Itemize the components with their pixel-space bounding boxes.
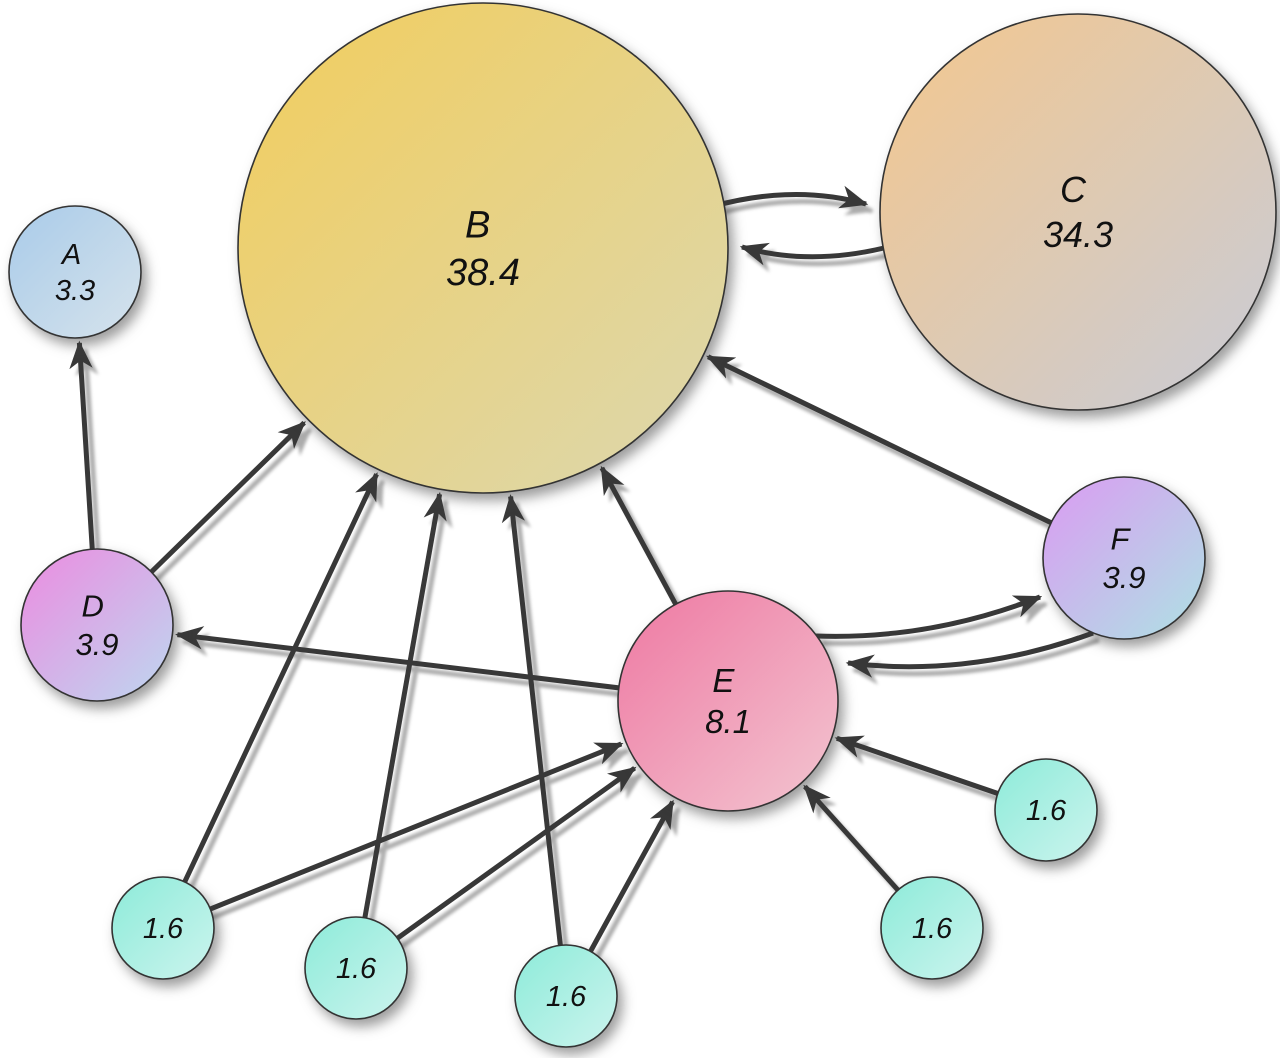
node-S2: 1.6 [304,916,408,1020]
edge-B-C [713,185,869,209]
node-S5: 1.6 [994,758,1098,862]
node-label-A: A 3.3 [55,239,95,307]
edge-S2-B [353,491,447,969]
node-label-D: D 3.9 [75,588,118,662]
edge-S1-E [162,741,624,931]
edge-F-E [845,630,1094,678]
node-B: B 38.4 [237,2,729,494]
node-label-B: B 38.4 [446,204,520,293]
node-A: A 3.3 [8,205,142,339]
node-value-S1: 1.6 [143,913,184,945]
node-label-E: E 8.1 [705,662,751,740]
node-E: E 8.1 [617,590,839,812]
node-S3: 1.6 [514,944,618,1048]
node-value-S2: 1.6 [336,953,377,985]
node-S1: 1.6 [111,876,215,980]
node-D: D 3.9 [20,548,174,702]
node-circle-S1 [111,876,215,980]
node-circle-S3 [514,944,618,1048]
edge-S1-B [160,472,379,930]
node-F: F 3.9 [1042,476,1206,640]
node-circle-D [20,548,174,702]
edge-S3-B [501,494,569,997]
node-S4: 1.6 [880,876,984,980]
node-circle-C [879,13,1277,411]
node-circle-S2 [304,916,408,1020]
edge-C-B [739,242,885,266]
edge-S2-E [354,766,637,971]
node-circle-B [237,2,729,494]
node-value-S3: 1.6 [546,981,587,1013]
node-C: C 34.3 [879,13,1277,411]
node-circle-E [617,590,839,812]
node-circle-F [1042,476,1206,640]
edge-E-F [815,594,1043,639]
nodes-layer: A 3.3 B 38.4 C 34.3 D 3.9 E 8.1 F 3.9 1.… [8,2,1277,1048]
node-label-C: C 34.3 [1043,169,1113,255]
node-value-S4: 1.6 [912,913,953,945]
node-circle-S5 [994,758,1098,862]
node-circle-S4 [880,876,984,980]
node-circle-A [8,205,142,339]
node-label-F: F 3.9 [1102,521,1145,595]
node-value-S5: 1.6 [1026,795,1067,827]
